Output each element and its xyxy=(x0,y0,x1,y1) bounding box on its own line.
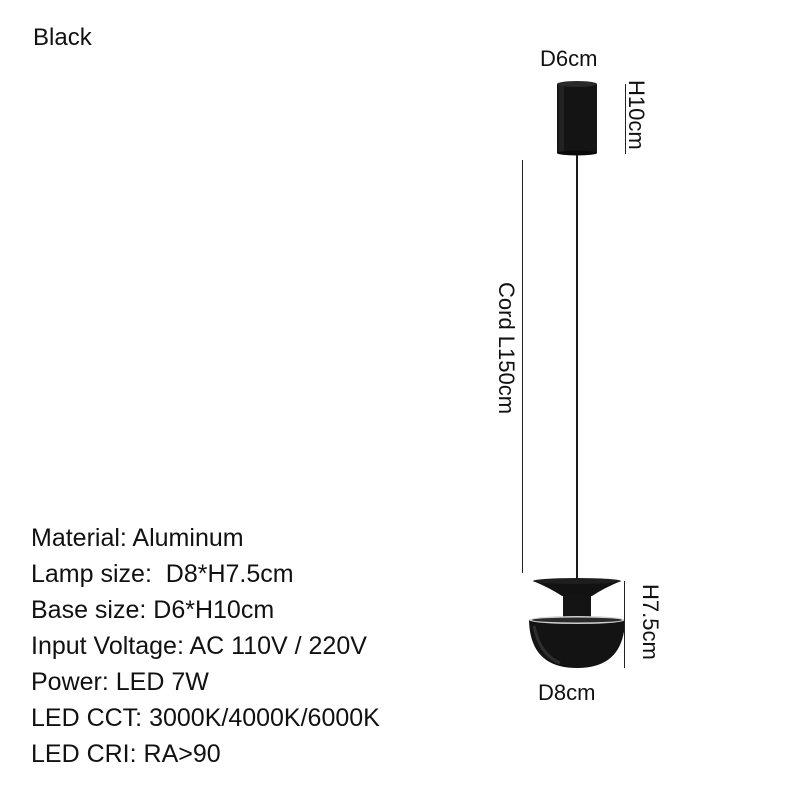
specifications-list: Material: Aluminum Lamp size: D8*H7.5cm … xyxy=(31,520,380,772)
spec-lamp-size: Lamp size: D8*H7.5cm xyxy=(31,560,294,588)
spec-base-size: Base size: D6*H10cm xyxy=(31,596,275,624)
lamp-diameter-label: D8cm xyxy=(538,680,596,705)
lamp-height-line xyxy=(624,581,625,668)
spec-power: Power: LED 7W xyxy=(31,668,209,696)
base-height-label: H10cm xyxy=(624,80,649,150)
base-diameter-label: D6cm xyxy=(540,46,598,71)
spec-led-cri: LED CRI: RA>90 xyxy=(31,740,221,768)
ceiling-base-canopy xyxy=(557,81,597,156)
spec-material: Material: Aluminum xyxy=(31,524,244,552)
spec-led-cct: LED CCT: 3000K/4000K/6000K xyxy=(31,704,380,732)
cord-length-label: Cord L150cm xyxy=(494,282,519,415)
spec-input-voltage: Input Voltage: AC 110V / 220V xyxy=(31,632,367,660)
lamp-height-label: H7.5cm xyxy=(638,584,663,660)
base-height-line xyxy=(625,84,626,154)
lamp-head xyxy=(529,578,625,668)
color-label: Black xyxy=(33,24,92,51)
cord-length-line xyxy=(522,160,523,573)
